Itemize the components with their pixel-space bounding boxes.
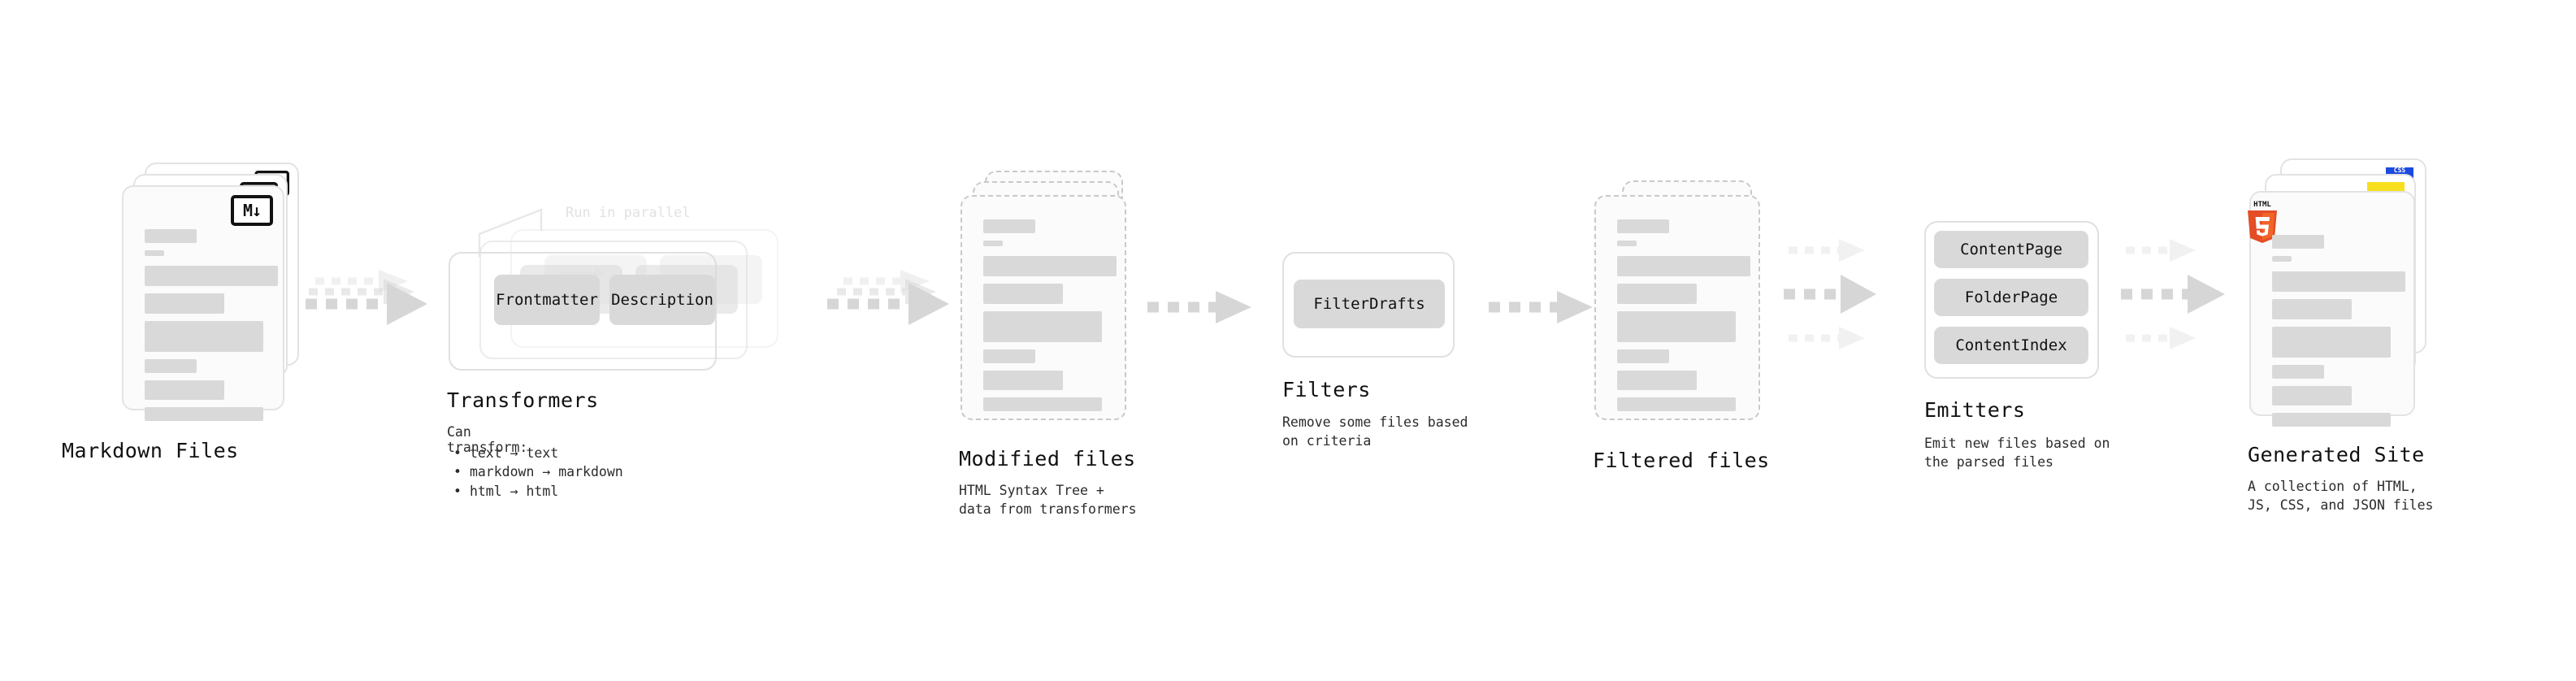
arrow-track-bottom xyxy=(306,283,427,325)
emitters-chip-label: ContentIndex xyxy=(1955,336,2067,354)
generated-card-front: HTML xyxy=(2248,191,2415,427)
emitters-chip-label: ContentPage xyxy=(1960,241,2062,258)
arrow-filters-to-filtered xyxy=(1487,291,1617,340)
stage-desc-generated: A collection of HTML, JS, CSS, and JSON … xyxy=(2248,479,2434,514)
arrow-track-bottom xyxy=(827,283,949,325)
filters-chip-label: FilterDrafts xyxy=(1313,295,1425,313)
transformers-bullet: text → text xyxy=(453,444,623,462)
stage-markdown-files: M↓ M↓ M↓ Markdown Files xyxy=(62,163,309,462)
arrow-emitters-to-generated xyxy=(2121,236,2275,366)
modified-file-stack xyxy=(961,171,1139,423)
transformer-chip-frontmatter[interactable]: Frontmatter xyxy=(494,275,600,325)
svg-text:HTML: HTML xyxy=(2253,201,2271,209)
arrow-transformers-to-modified xyxy=(821,268,967,349)
run-in-parallel-label: Run in parallel xyxy=(566,205,691,221)
file-skeleton-lines xyxy=(1617,219,1750,419)
stage-title-markdown: Markdown Files xyxy=(62,439,239,462)
run-in-parallel-leader xyxy=(478,208,543,257)
file-skeleton-lines xyxy=(2272,235,2405,434)
stage-modified-files: Modified files HTML Syntax Tree + data f… xyxy=(959,171,1139,517)
emitters-chip-label: FolderPage xyxy=(1964,288,2058,306)
file-skeleton-lines xyxy=(145,229,278,428)
emitters-chip-folderpage[interactable]: FolderPage xyxy=(1934,279,2088,316)
markdown-badge-icon: M↓ xyxy=(231,195,273,226)
transformer-group-mid xyxy=(479,241,748,359)
transformer-chip-label: Frontmatter xyxy=(496,291,598,309)
emitters-group-box xyxy=(1924,221,2099,379)
stage-desc-modified: HTML Syntax Tree + data from transformer… xyxy=(959,483,1137,518)
html5-badge-icon: HTML xyxy=(2241,197,2283,246)
transformers-bullet: markdown → markdown xyxy=(453,462,623,481)
arrow-track-bottom xyxy=(1789,327,1865,349)
file-skeleton-lines xyxy=(983,219,1117,419)
markdown-card-front: M↓ xyxy=(122,185,284,421)
stage-title-emitters: Emitters xyxy=(1924,398,2026,422)
arrow-track-bottom xyxy=(2126,327,2196,349)
filters-group-box xyxy=(1282,252,1455,358)
arrow-markdown-to-transformers xyxy=(306,268,455,349)
filters-chip-filterdrafts[interactable]: FilterDrafts xyxy=(1294,280,1445,328)
stage-title-filtered: Filtered files xyxy=(1593,449,1770,472)
generated-file-stack: CSS HTML xyxy=(2248,158,2436,427)
filtered-card-front xyxy=(1594,195,1760,420)
emitters-chip-contentindex[interactable]: ContentIndex xyxy=(1934,327,2088,364)
modified-card-front xyxy=(961,195,1126,420)
stage-desc-emitters: Emit new files based on the parsed files xyxy=(1924,436,2110,471)
arrow-track-top xyxy=(2126,239,2196,262)
emitters-chip-contentpage[interactable]: ContentPage xyxy=(1934,231,2088,268)
filtered-file-stack xyxy=(1594,180,1773,432)
stage-title-modified: Modified files xyxy=(959,447,1136,471)
stage-generated-site: CSS HTML xyxy=(2248,158,2436,513)
arrow-track-top xyxy=(1789,239,1865,262)
stage-title-transformers: Transformers xyxy=(447,388,599,412)
stage-title-filters: Filters xyxy=(1282,378,1371,401)
arrow-track-mid xyxy=(1784,275,1876,314)
arrow-modified-to-filters xyxy=(1146,291,1276,340)
arrow-filtered-to-emitters xyxy=(1784,236,1930,366)
stage-desc-filters: Remove some files based on criteria xyxy=(1282,414,1468,449)
transformers-bullet-list: text → text markdown → markdown html → h… xyxy=(453,444,623,501)
markdown-file-stack: M↓ M↓ M↓ xyxy=(122,163,309,421)
arrow-track-mid xyxy=(2121,275,2225,314)
transformer-chip-description[interactable]: Description xyxy=(609,275,715,325)
stage-title-generated: Generated Site xyxy=(2248,443,2425,466)
transformers-bullet: html → html xyxy=(453,482,623,501)
stage-filtered-files: Filtered files xyxy=(1593,180,1773,472)
transformer-chip-label: Description xyxy=(611,291,713,309)
